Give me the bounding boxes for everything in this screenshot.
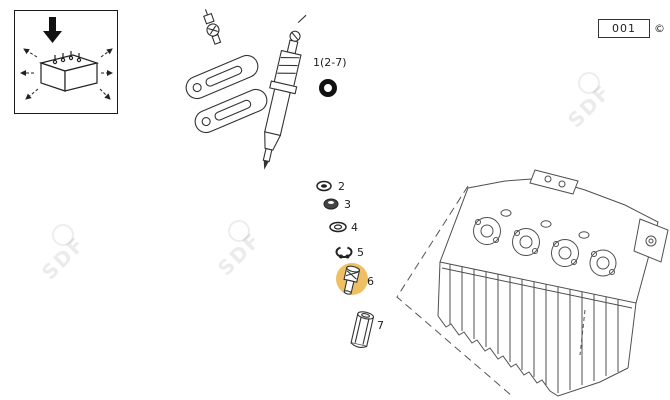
- callout-6[interactable]: 6: [367, 275, 374, 288]
- page-number-box: 001: [598, 19, 650, 38]
- o-ring: [319, 79, 337, 97]
- part-washer-4: [329, 221, 347, 233]
- part-clip-5: [335, 246, 353, 259]
- part-valve-6: [343, 265, 361, 295]
- thumbnail-drawing: [20, 17, 113, 100]
- copyright-symbol: ©: [654, 22, 665, 35]
- part-washer-2: [316, 180, 332, 192]
- engine-block-sketch: [38, 51, 100, 92]
- callout-1[interactable]: 1(2-7): [313, 56, 347, 69]
- fuel-line-fitting: [203, 9, 222, 45]
- explode-direction-arrows: [20, 48, 113, 100]
- page-code: 001 ©: [598, 19, 665, 38]
- callout-3[interactable]: 3: [344, 198, 351, 211]
- overview-thumbnail[interactable]: [14, 10, 118, 114]
- cooling-fins: [449, 264, 619, 393]
- callout-4[interactable]: 4: [351, 221, 358, 234]
- part-seal-3: [323, 198, 339, 210]
- section-dashed-line: [396, 185, 513, 397]
- injector-body: [262, 14, 307, 170]
- down-arrow-icon: [43, 17, 62, 43]
- callout-5[interactable]: 5: [357, 246, 364, 259]
- clamp-plate-upper: [185, 54, 259, 100]
- part-sleeve-7: [350, 311, 375, 348]
- callout-2[interactable]: 2: [338, 180, 345, 193]
- page-number: 001: [612, 22, 636, 35]
- cylinder-head-drawing: [437, 169, 669, 397]
- callout-7[interactable]: 7: [377, 319, 384, 332]
- clamp-plate-lower: [194, 88, 268, 134]
- rocker-bores: [473, 209, 617, 277]
